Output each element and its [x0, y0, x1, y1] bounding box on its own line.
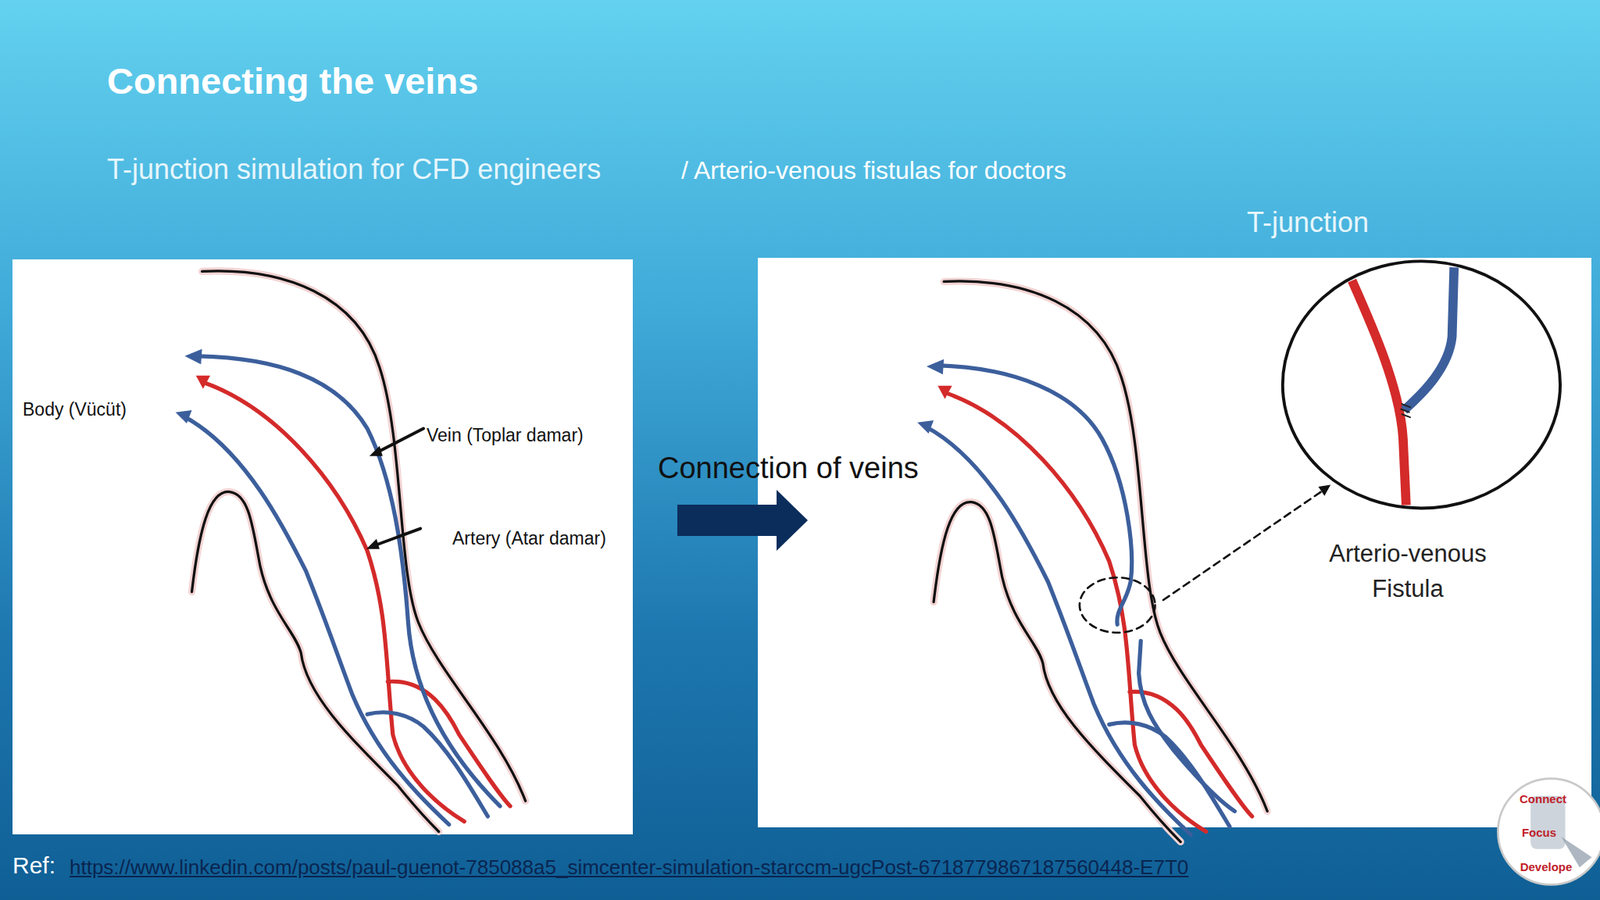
reference-link: https://www.linkedin.com/posts/paul-guen… — [69, 855, 1189, 880]
logo-word: Connect — [1503, 792, 1583, 807]
slide-title: Connecting the veins — [107, 59, 479, 104]
illustration-panel: Arterio-venous Fistula — [757, 257, 1592, 828]
logo-word: Focus — [1500, 825, 1579, 840]
logo-badge: ConnectFocusDevelope — [1500, 773, 1600, 900]
subtitle: T-junction simulation for CFD engineers — [107, 152, 601, 186]
illustration-panel: Body (Vücüt) Vein (Toplar damar) Artery (A… — [12, 259, 633, 835]
callout-label: Arterio-venous Fistula — [1314, 536, 1502, 608]
section-label: T-junction — [1246, 205, 1369, 240]
reference-label: Ref: — [12, 851, 56, 880]
subtitle: / Arterio-venous fistulas for doctors — [681, 155, 1067, 186]
part-label: Vein (Toplar damar) — [426, 425, 584, 447]
logo-word: Develope — [1507, 860, 1586, 875]
part-label: Body (Vücüt) — [22, 399, 127, 422]
part-label: Artery (Atar damar) — [452, 528, 607, 550]
connector-label: Connection of veins — [657, 450, 919, 487]
